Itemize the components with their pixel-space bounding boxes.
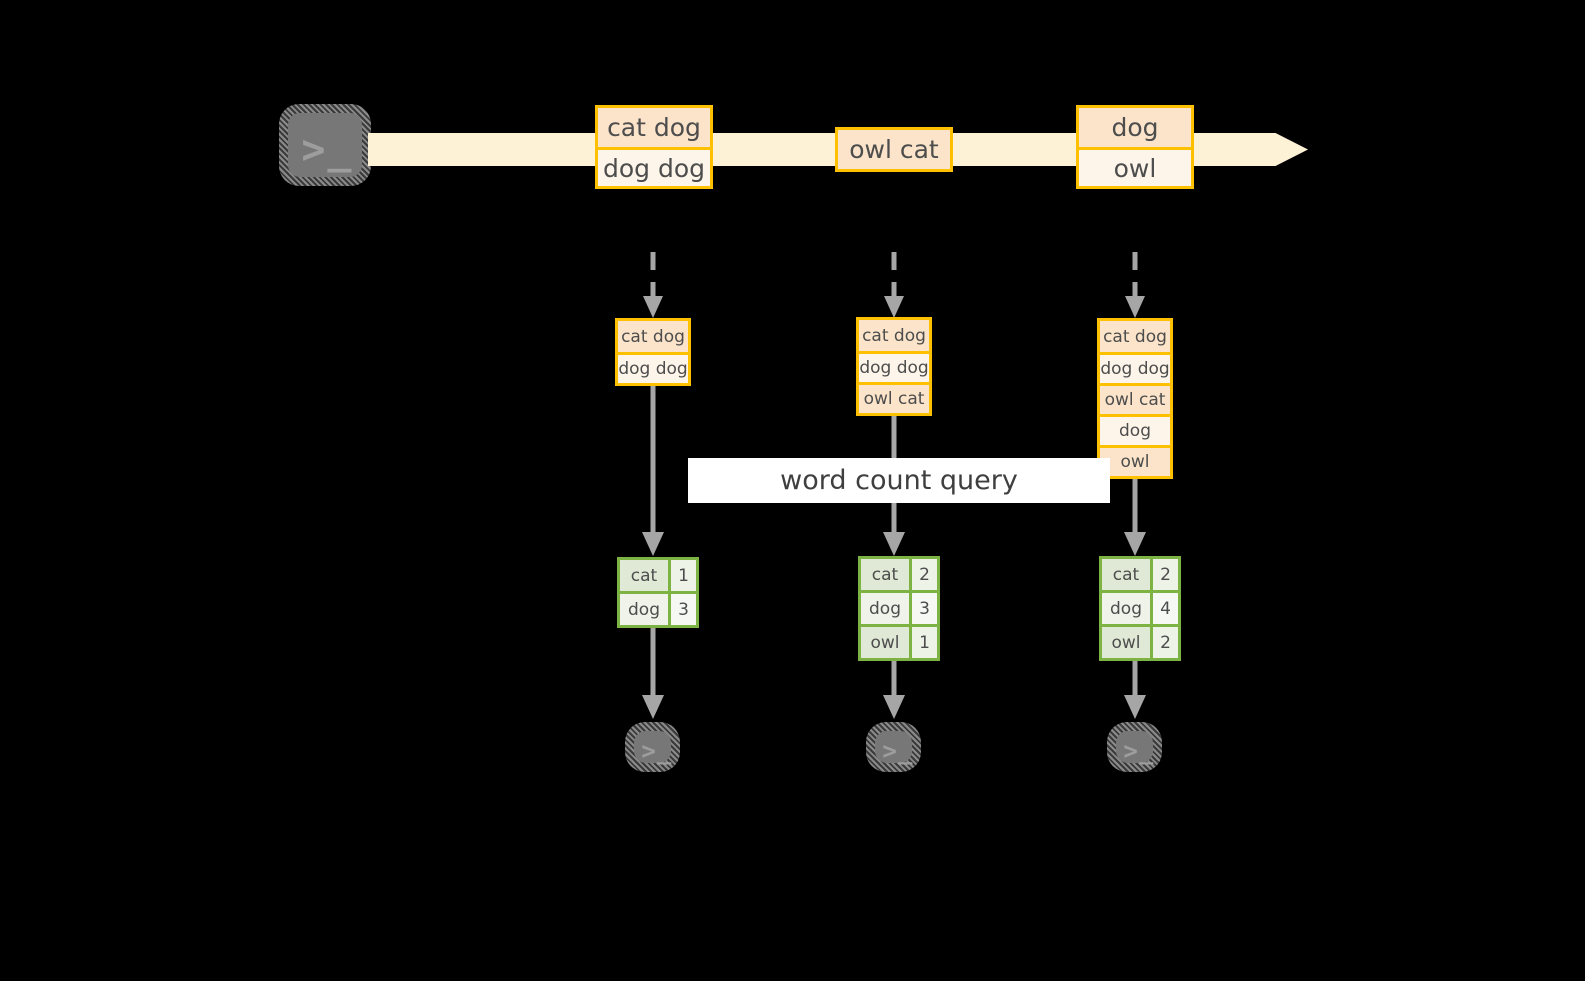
terminal-prompt-glyph: >_ — [301, 126, 354, 173]
stream-group-3: dog owl — [1076, 105, 1194, 189]
accumulated-table-3: cat dog dog dog owl cat dog owl — [1097, 318, 1173, 479]
sink-terminal-2-icon: >_ — [866, 722, 921, 772]
terminal-body — [1116, 731, 1153, 763]
result-count: 2 — [909, 559, 937, 590]
sink-terminal-1-icon: >_ — [625, 722, 680, 772]
terminal-prompt-glyph: >_ — [641, 737, 673, 766]
stream-group-2: owl cat — [835, 127, 953, 172]
connector-result-to-sink-3 — [1124, 655, 1146, 719]
accumulated-table-1: cat dog dog dog — [615, 318, 691, 386]
result-word: owl — [1102, 627, 1150, 658]
result-row: owl 1 — [861, 624, 937, 658]
accumulated-row: cat dog — [618, 321, 688, 352]
accumulated-row: cat dog — [1100, 321, 1170, 352]
terminal-prompt-glyph: >_ — [1123, 737, 1155, 766]
connector-stream-to-stack-3 — [1125, 252, 1145, 318]
result-word: cat — [861, 559, 909, 590]
result-word: cat — [1102, 559, 1150, 590]
accumulated-row: dog dog — [1100, 352, 1170, 383]
result-word: dog — [1102, 593, 1150, 624]
stream-cell: cat dog — [598, 108, 710, 147]
stream-cell: dog dog — [598, 147, 710, 186]
accumulated-table-2: cat dog dog dog owl cat — [856, 317, 932, 416]
stream-cell: owl — [1079, 147, 1191, 186]
query-label-band: word count query — [688, 458, 1110, 503]
result-word: dog — [861, 593, 909, 624]
result-count: 3 — [909, 593, 937, 624]
terminal-body — [288, 113, 362, 177]
connector-stack-to-result-3 — [1124, 478, 1146, 556]
stream-group-1: cat dog dog dog — [595, 105, 713, 189]
result-row: owl 2 — [1102, 624, 1178, 658]
accumulated-row: dog dog — [859, 351, 929, 382]
accumulated-row: owl cat — [1100, 383, 1170, 414]
accumulated-row: owl cat — [859, 382, 929, 413]
connector-stream-to-stack-1 — [643, 252, 663, 318]
result-count: 1 — [668, 560, 696, 591]
accumulated-row: dog dog — [618, 352, 688, 383]
connector-result-to-sink-2 — [883, 655, 905, 719]
connector-stream-to-stack-2 — [884, 252, 904, 318]
result-word: cat — [620, 560, 668, 591]
result-count: 2 — [1150, 559, 1178, 590]
result-row: cat 2 — [861, 559, 937, 590]
result-count: 3 — [668, 594, 696, 625]
source-terminal-icon: >_ — [279, 104, 371, 186]
connector-stack-to-result-1 — [642, 386, 664, 556]
result-count: 2 — [1150, 627, 1178, 658]
result-row: cat 1 — [620, 560, 696, 591]
result-table-1: cat 1 dog 3 — [617, 557, 699, 628]
result-word: dog — [620, 594, 668, 625]
result-count: 1 — [909, 627, 937, 658]
result-row: dog 3 — [620, 591, 696, 625]
query-label-text: word count query — [780, 465, 1018, 496]
result-row: dog 4 — [1102, 590, 1178, 624]
result-word: owl — [861, 627, 909, 658]
sink-terminal-3-icon: >_ — [1107, 722, 1162, 772]
connector-result-to-sink-1 — [642, 625, 664, 719]
stream-cell: dog — [1079, 108, 1191, 147]
terminal-prompt-glyph: >_ — [882, 737, 914, 766]
result-row: cat 2 — [1102, 559, 1178, 590]
accumulated-row: dog — [1100, 414, 1170, 445]
terminal-body — [875, 731, 912, 763]
result-table-2: cat 2 dog 3 owl 1 — [858, 556, 940, 661]
stream-cell: owl cat — [838, 130, 950, 169]
result-row: dog 3 — [861, 590, 937, 624]
result-count: 4 — [1150, 593, 1178, 624]
accumulated-row: owl — [1100, 445, 1170, 476]
accumulated-row: cat dog — [859, 320, 929, 351]
terminal-body — [634, 731, 671, 763]
result-table-3: cat 2 dog 4 owl 2 — [1099, 556, 1181, 661]
